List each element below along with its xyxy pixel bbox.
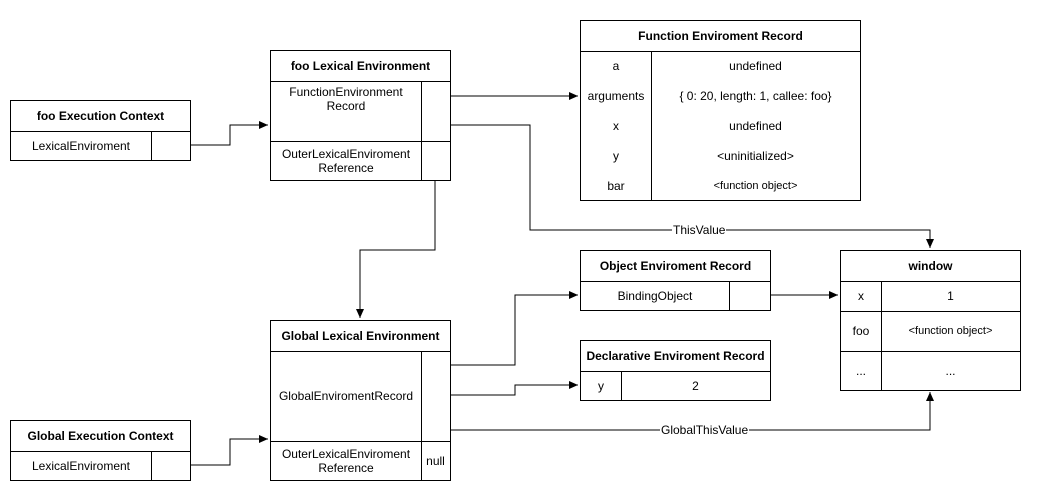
function-record-key: a <box>612 59 620 73</box>
declarative-record-title: Declarative Enviroment Record <box>581 341 770 372</box>
row-divider <box>841 311 1020 312</box>
cell-divider <box>729 281 730 311</box>
this-value-label: ThisValue <box>672 223 727 237</box>
function-environment-record: Function Enviroment Record a undefined a… <box>580 20 861 201</box>
window-object: window x 1 foo <function object> ... ... <box>840 250 1021 391</box>
arrow-foo-outer-to-global-lexenv <box>356 180 436 318</box>
global-environment-record: GlobalEnviromentRecord <box>278 389 414 403</box>
cell-divider <box>151 131 152 161</box>
foo-lexical-environment-title: foo Lexical Environment <box>271 51 450 82</box>
global-outer-line2: Reference <box>318 461 374 475</box>
window-value: 1 <box>947 289 954 303</box>
foo-execution-context: foo Execution Context LexicalEnviroment <box>10 100 191 161</box>
foo-record-line1: FunctionEnvironment <box>289 85 403 99</box>
global-lexical-environment: Global Lexical Environment GlobalEnvirom… <box>270 320 451 481</box>
window-key: ... <box>855 364 866 378</box>
binding-object-row: BindingObject <box>617 289 693 303</box>
function-record-value: <uninitialized> <box>717 149 794 163</box>
global-this-value-label: GlobalThisValue <box>660 423 750 437</box>
window-value: <function object> <box>908 325 993 337</box>
function-record-key: x <box>613 119 619 133</box>
cell-divider <box>421 81 422 181</box>
foo-outer-line2: Reference <box>318 161 374 175</box>
global-lexical-environment-title: Global Lexical Environment <box>271 321 450 352</box>
cell-divider <box>421 351 422 481</box>
function-record-key: arguments <box>587 89 645 103</box>
window-value: ... <box>945 364 956 378</box>
arrow-global-record-to-object-record <box>450 291 578 366</box>
object-record-title: Object Enviroment Record <box>581 251 770 282</box>
function-record-value: undefined <box>729 59 782 73</box>
arrow-global-record-to-declarative-record <box>450 381 578 396</box>
global-execution-context-title: Global Execution Context <box>11 421 190 452</box>
cell-divider <box>621 371 622 401</box>
foo-lexical-environment: foo Lexical Environment FunctionEnvironm… <box>270 50 451 181</box>
window-key: foo <box>852 324 870 338</box>
cell-divider <box>151 451 152 481</box>
function-record-key: bar <box>607 179 625 193</box>
global-execution-context: Global Execution Context LexicalEnvirome… <box>10 420 191 481</box>
foo-context-lexical-env-row: LexicalEnviroment <box>31 139 131 153</box>
window-title: window <box>841 251 1020 282</box>
arrow-foo-context-to-foo-lexenv <box>190 121 268 146</box>
declarative-record-key: y <box>598 379 604 393</box>
cell-divider <box>651 51 652 201</box>
foo-outer-line1: OuterLexicalEnviroment <box>281 147 411 161</box>
object-environment-record: Object Enviroment Record BindingObject <box>580 250 771 311</box>
global-outer-reference: OuterLexicalEnviroment Reference <box>271 441 421 481</box>
foo-execution-context-title: foo Execution Context <box>11 101 190 132</box>
function-record-key: y <box>613 149 619 163</box>
row-divider <box>271 141 450 142</box>
function-record-value: <function object> <box>713 180 798 192</box>
foo-outer-reference: OuterLexicalEnviroment Reference <box>271 141 421 181</box>
function-record-value: undefined <box>729 119 782 133</box>
arrow-this-value <box>450 124 934 248</box>
global-context-lexical-env-row: LexicalEnviroment <box>31 459 131 473</box>
arrow-global-this-value <box>450 392 934 431</box>
declarative-environment-record: Declarative Enviroment Record y 2 <box>580 340 771 401</box>
window-key: x <box>858 289 864 303</box>
global-outer-value: null <box>426 454 445 468</box>
function-record-value: { 0: 20, length: 1, callee: foo} <box>679 89 832 103</box>
function-record-title: Function Enviroment Record <box>581 21 860 52</box>
arrow-global-context-to-global-lexenv <box>190 435 268 466</box>
foo-function-environment-record: FunctionEnvironment Record <box>271 81 421 141</box>
declarative-record-value: 2 <box>692 379 699 393</box>
foo-record-line2: Record <box>326 99 366 113</box>
row-divider <box>271 441 450 442</box>
row-divider <box>841 351 1020 352</box>
cell-divider <box>881 281 882 391</box>
global-outer-line1: OuterLexicalEnviroment <box>281 447 411 461</box>
